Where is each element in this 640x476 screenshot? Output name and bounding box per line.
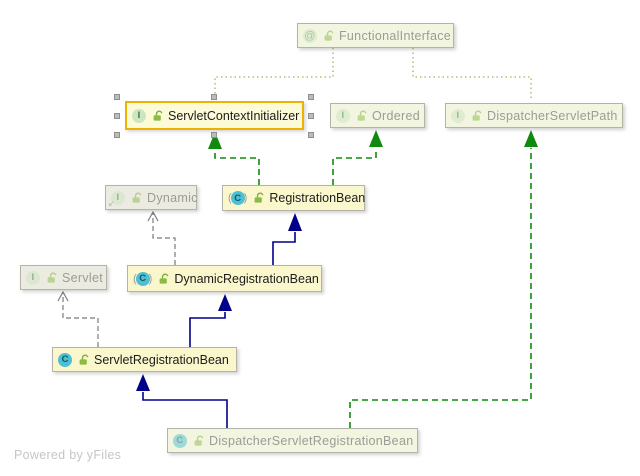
open-lock-icon — [159, 273, 169, 284]
powered-by-yfiles-label: Powered by yFiles — [14, 448, 122, 462]
node-servlet[interactable]: I Servlet — [20, 265, 107, 290]
node-label: DispatcherServletRegistrationBean — [209, 433, 414, 448]
node-label: ServletRegistrationBean — [94, 352, 229, 367]
node-registration-bean[interactable]: ( C ) RegistrationBean — [222, 185, 365, 211]
node-dispatcher-servlet-path[interactable]: I DispatcherServletPath — [445, 103, 623, 128]
extends-arrowhead — [288, 213, 302, 231]
open-lock-icon — [47, 272, 57, 283]
selection-handle-top-right[interactable] — [308, 94, 314, 100]
node-label: Dynamic — [147, 190, 198, 205]
node-label: Ordered — [372, 108, 420, 123]
node-label: Servlet — [62, 270, 104, 285]
open-lock-icon — [324, 30, 334, 41]
node-label: RegistrationBean — [269, 191, 366, 205]
interface-icon: I — [451, 108, 465, 123]
open-arrowhead — [147, 210, 159, 222]
class-icon: C — [173, 433, 187, 448]
edge-servletregistrationbean-servlet[interactable] — [57, 290, 99, 347]
selection-handle-top-center[interactable] — [211, 94, 217, 100]
node-label: DynamicRegistrationBean — [174, 271, 319, 286]
implements-arrowhead — [524, 130, 538, 147]
node-dynamic-registration-bean[interactable]: ( C ) DynamicRegistrationBean — [127, 265, 322, 292]
edge-registrationbean-ordered[interactable] — [332, 130, 383, 185]
open-lock-icon — [357, 110, 367, 121]
node-label: FunctionalInterface — [339, 28, 452, 43]
abstract-class-icon: ( C ) — [133, 271, 153, 286]
extends-arrowhead — [136, 374, 150, 391]
selection-handle-mid-right[interactable] — [308, 113, 314, 119]
edge-dispatcherservletregistrationbean-servletregistrationbean[interactable] — [136, 374, 228, 428]
node-dynamic[interactable]: I ↙ Dynamic — [105, 185, 197, 210]
open-lock-icon — [79, 354, 89, 365]
interface-icon: I — [26, 270, 40, 285]
abstract-class-icon: ( C ) — [228, 191, 248, 205]
annotation-icon: @ — [303, 28, 317, 43]
open-lock-icon — [132, 192, 142, 203]
node-dispatcher-servlet-registration-bean[interactable]: C DispatcherServletRegistrationBean — [167, 428, 418, 453]
class-icon: C — [58, 352, 72, 367]
open-lock-icon — [194, 435, 204, 446]
open-arrowhead — [57, 290, 69, 302]
open-lock-icon — [472, 110, 482, 121]
interface-icon: I — [132, 108, 146, 123]
open-lock-icon — [153, 110, 163, 121]
inner-interface-icon: I ↙ — [108, 190, 125, 207]
edge-registrationbean-servletcontextinitializer[interactable] — [208, 132, 260, 185]
interface-icon: I — [336, 108, 350, 123]
edge-dispatcherservletpath-functionalinterface[interactable] — [412, 48, 532, 101]
extends-arrowhead — [218, 294, 232, 311]
node-label: DispatcherServletPath — [487, 108, 618, 123]
selection-handle-bottom-right[interactable] — [308, 132, 314, 138]
node-servlet-context-initializer[interactable]: I ServletContextInitializer — [125, 101, 304, 130]
edge-dynamicregistrationbean-dynamic[interactable] — [147, 210, 176, 265]
selection-handle-mid-left[interactable] — [114, 113, 120, 119]
open-lock-icon — [254, 192, 264, 203]
edge-dispatcherservletregistrationbean-dispatcherservletpath[interactable] — [349, 130, 538, 428]
edge-dynamicregistrationbean-registrationbean[interactable] — [272, 213, 302, 265]
edge-servletcontextinitializer-functionalinterface[interactable] — [214, 48, 334, 94]
edge-servletregistrationbean-dynamicregistrationbean[interactable] — [189, 294, 232, 347]
node-servlet-registration-bean[interactable]: C ServletRegistrationBean — [52, 347, 237, 372]
node-ordered[interactable]: I Ordered — [330, 103, 425, 128]
node-functional-interface[interactable]: @ FunctionalInterface — [297, 23, 454, 48]
node-label: ServletContextInitializer — [168, 108, 300, 123]
implements-arrowhead — [208, 132, 222, 149]
selection-handle-bottom-center[interactable] — [211, 132, 217, 138]
implements-arrowhead — [369, 130, 383, 147]
selection-handle-top-left[interactable] — [114, 94, 120, 100]
selection-handle-bottom-left[interactable] — [114, 132, 120, 138]
